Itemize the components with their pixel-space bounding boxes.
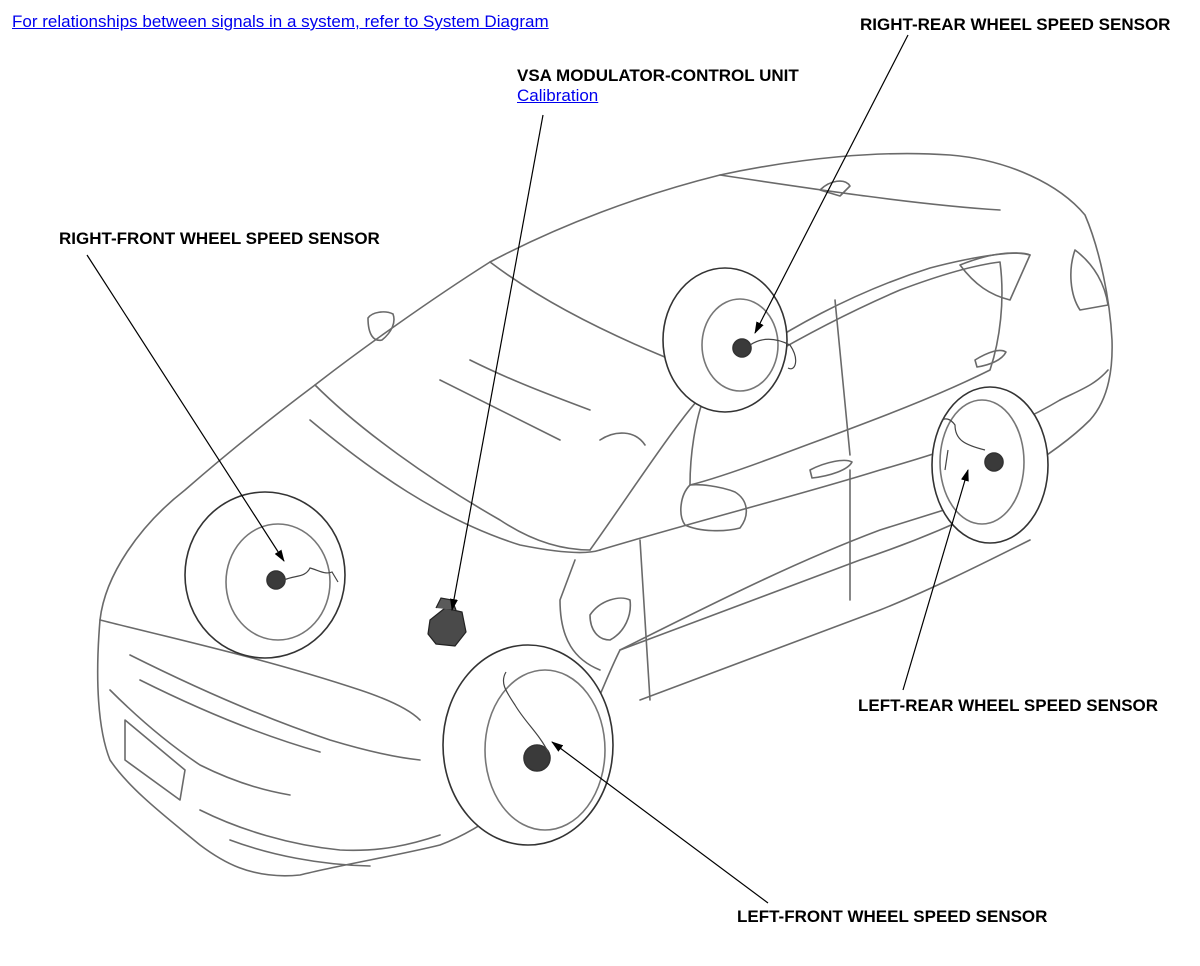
car-body-outline <box>96 152 1113 877</box>
right-front-sensor-label: RIGHT-FRONT WHEEL SPEED SENSOR <box>59 229 380 248</box>
right-rear-sensor-label: RIGHT-REAR WHEEL SPEED SENSOR <box>860 15 1171 34</box>
leader-vsa <box>450 114 544 611</box>
left-rear-wheel <box>931 386 1049 544</box>
vsa-modulator-unit-shape <box>427 597 467 647</box>
leader-left-rear <box>902 469 969 691</box>
calibration-link[interactable]: Calibration <box>517 86 599 105</box>
sensor-harness-lines <box>283 338 986 753</box>
leader-left-front <box>551 741 769 904</box>
leader-right-front <box>86 254 285 562</box>
leader-right-rear <box>754 34 909 334</box>
left-front-wheel <box>442 644 614 846</box>
left-rear-sensor-label: LEFT-REAR WHEEL SPEED SENSOR <box>858 696 1159 715</box>
system-diagram-link[interactable]: For relationships between signals in a s… <box>12 12 549 31</box>
right-front-wheel <box>184 491 346 659</box>
left-front-sensor-label: LEFT-FRONT WHEEL SPEED SENSOR <box>737 907 1048 926</box>
leader-lines <box>86 34 969 904</box>
vsa-modulator-label: VSA MODULATOR-CONTROL UNIT <box>517 66 799 85</box>
right-rear-wheel <box>662 267 788 413</box>
